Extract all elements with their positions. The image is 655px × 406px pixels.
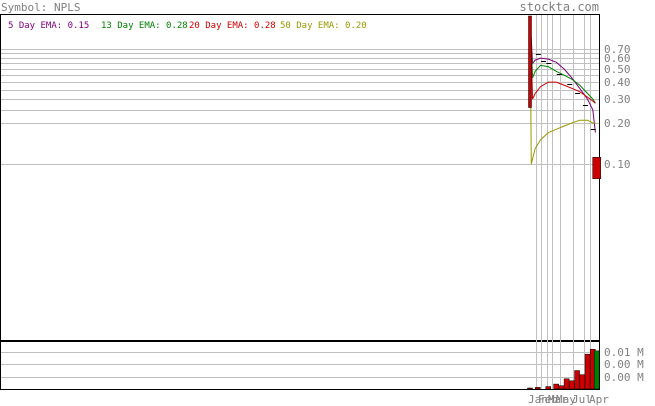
x-tick-label: Jul [572,393,592,406]
volume-tick-label: 0.00 M [604,358,644,371]
volume-bar [545,386,552,390]
x-tick-label: Jan [528,393,548,406]
volume-tick-label: 0.01 M [604,346,644,359]
volume-bars [527,348,600,390]
volume-axis: 0.01 M0.00 M0.00 M [604,346,644,384]
symbol-label: Symbol: NPLS [1,1,80,14]
x-tick-label: Apr [589,393,609,406]
legend-ema-50: 50 Day EMA: 0.20 [280,21,367,31]
ema-line-3 [529,15,596,165]
x-tick-label: Mar [548,393,568,406]
volume-bar [558,385,565,390]
price-bars [528,15,601,179]
watermark: stockta.com [520,0,599,14]
price-axis: 0.700.600.500.40 0.30 0.20 0.10 [604,43,631,171]
volume-tick-label: 0.00 M [604,371,644,384]
price-tick-label: 0.70 [604,43,631,56]
ema-lines [529,15,596,165]
legend-ema-13: 13 Day EMA: 0.28 [101,21,188,31]
price-candle [528,15,532,108]
volume-grid [1,352,599,378]
price-tick-label: 0.10 [604,158,631,171]
volume-bar [535,387,541,390]
x-tick-label: Feb [538,393,558,406]
ema-line-1 [529,15,596,104]
legend-ema-20: 20 Day EMA: 0.28 [189,21,276,31]
volume-bar [527,387,533,390]
ema-line-0 [529,15,596,133]
ema-line-2 [529,15,596,104]
volume-bar [574,370,580,390]
price-candle [592,157,601,179]
volume-panel-frame [0,341,600,390]
volume-bar [579,374,586,390]
volume-bar [553,383,559,390]
x-tick-label: May [556,393,576,406]
price-tick-label: 0.30 [604,93,631,106]
volume-bar [569,380,575,390]
volume-bar [593,350,600,390]
price-tick-label: 0.20 [604,117,631,130]
price-grid [1,49,599,165]
price-tick-label: 0.60 [604,52,631,65]
price-tick-label: 0.50 [604,63,631,76]
volume-bar [563,378,570,390]
month-grid [536,15,591,389]
volume-bar [584,353,591,390]
legend-ema-5: 5 Day EMA: 0.15 [8,21,89,31]
price-tick-label: 0.40 [604,76,631,89]
